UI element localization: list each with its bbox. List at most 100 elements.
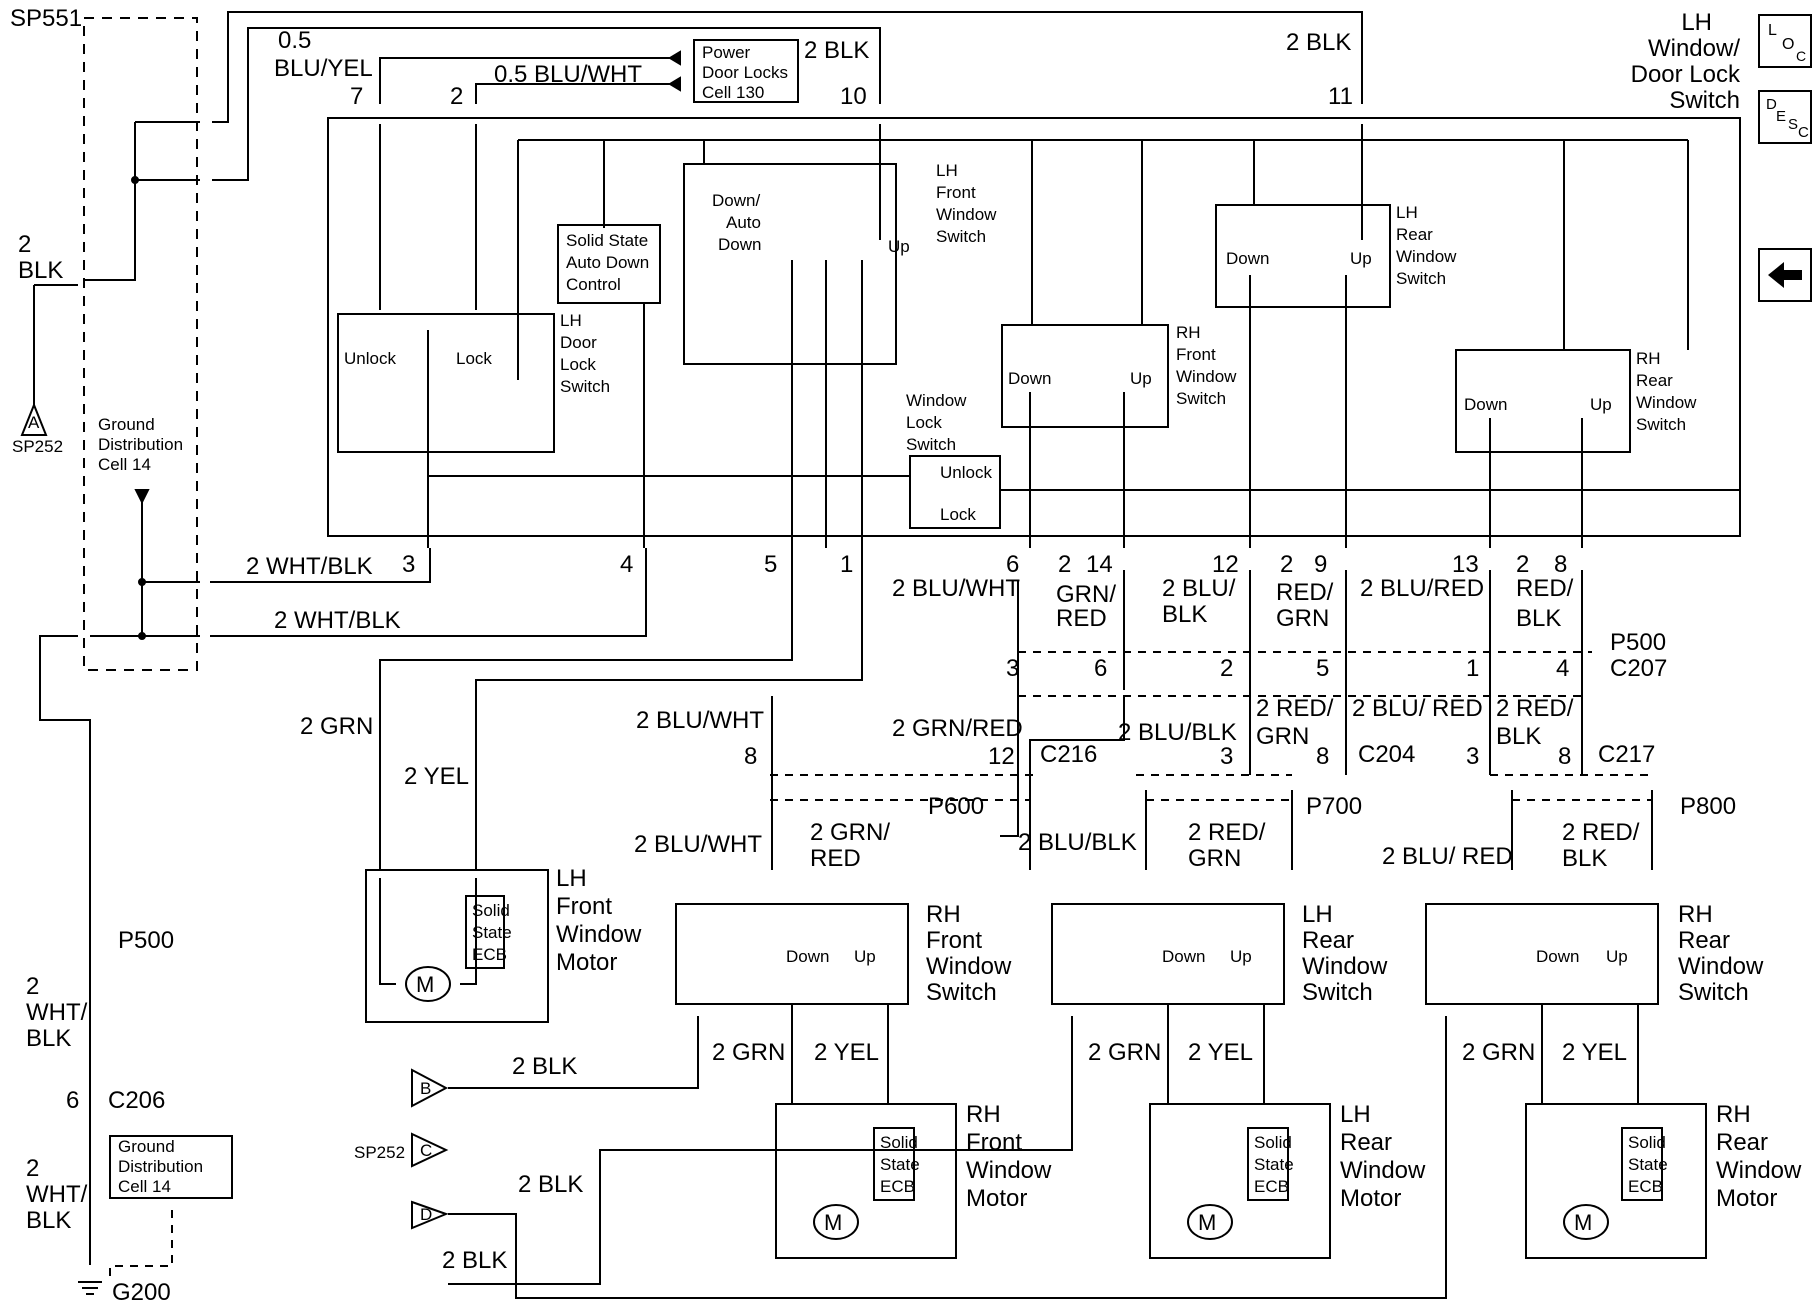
wire-label: 2 BLK — [512, 1053, 577, 1080]
terminal-d: D — [420, 1205, 432, 1224]
power-door-locks-box — [693, 39, 799, 103]
pin-number: 2 — [1516, 551, 1529, 578]
pin-number: 1 — [1466, 655, 1479, 682]
pin-number: 9 — [1314, 551, 1327, 578]
switch-label: Front — [926, 927, 982, 954]
up-label: Up — [1230, 947, 1252, 966]
ecb-label: State — [1254, 1155, 1294, 1174]
header-title: LH — [1681, 9, 1712, 36]
wire-label: 2 BLU/ RED — [1382, 843, 1513, 870]
solid-state-label: Solid State — [566, 231, 648, 250]
motor-m: M — [1574, 1210, 1592, 1235]
wire-label: RED — [1056, 605, 1107, 632]
wire-label: 2 — [26, 973, 39, 1000]
window-lock-label: Switch — [906, 435, 956, 454]
pin-number: 2 — [1280, 551, 1293, 578]
wire-label: 2 YEL — [1188, 1039, 1253, 1066]
wire-label: RED — [810, 845, 861, 872]
window-lock-label: Lock — [906, 413, 942, 432]
terminal-b: B — [420, 1079, 431, 1098]
location-icon-c: C — [1796, 48, 1807, 64]
wire-label: 2 RED/ — [1188, 819, 1266, 846]
motor-label: Window — [556, 921, 642, 948]
wire-label: 2 BLU/BLK — [1018, 829, 1137, 856]
wire-label: 2 WHT/BLK — [274, 607, 401, 634]
switch-label: Window — [926, 953, 1012, 980]
lh-front-window-motor-box — [365, 869, 549, 1023]
rh-front-switch-label: Switch — [1176, 389, 1226, 408]
description-icon-c: C — [1798, 124, 1809, 141]
lh-window-door-lock-switch-box — [327, 117, 1741, 537]
lh-door-lock-label: LH — [560, 311, 582, 330]
wire-label: 2 GRN/ — [810, 819, 890, 846]
rh-front-switch-label: Front — [1176, 345, 1216, 364]
connector-label: C206 — [108, 1087, 165, 1114]
wire-label: 2 BLK — [804, 37, 869, 64]
terminal-c: C — [420, 1141, 432, 1160]
pin-number: 6 — [66, 1087, 79, 1114]
power-door-locks-label: Door Locks — [702, 63, 788, 82]
switch-label: LH — [1302, 901, 1333, 928]
switch-label: Window — [1678, 953, 1764, 980]
motor-label: LH — [556, 865, 587, 892]
connector-label: P700 — [1306, 793, 1362, 820]
connector-label: C204 — [1358, 741, 1415, 768]
wire-label: 2 BLU/ RED — [1352, 695, 1483, 722]
ground-distribution-label: Ground — [98, 415, 155, 434]
switch-label: Rear — [1678, 927, 1730, 954]
lh-rear-switch-label: Switch — [1396, 269, 1446, 288]
pin-number: 2 — [1220, 655, 1233, 682]
rh-front-window-switch-box — [1001, 324, 1169, 428]
wire-label: GRN — [1276, 605, 1329, 632]
pin-number: 12 — [988, 743, 1015, 770]
ecb-label: Solid — [1254, 1133, 1292, 1152]
rh-rear-window-switch-box — [1455, 349, 1631, 453]
pin-number: 8 — [1554, 551, 1567, 578]
switch-label: RH — [1678, 901, 1713, 928]
wire-label: 2 BLU/WHT — [636, 707, 764, 734]
lh-front-switch-label: LH — [936, 161, 958, 180]
sp551-label: SP551 — [10, 5, 82, 32]
description-icon-s: S — [1788, 116, 1799, 133]
ecb-label: ECB — [1628, 1177, 1663, 1196]
power-door-locks-label: Power — [702, 43, 751, 62]
pin-number: 5 — [1316, 655, 1329, 682]
header-title: Window/ — [1648, 35, 1740, 62]
wire-label: GRN — [1188, 845, 1241, 872]
wire-label: 2 — [18, 231, 31, 258]
motor-label: Window — [1716, 1157, 1802, 1184]
down-label: Down — [1008, 369, 1051, 388]
description-icon: D — [1766, 96, 1777, 113]
wire-label: 2 YEL — [404, 763, 469, 790]
solid-state-label: Control — [566, 275, 621, 294]
wire-label: WHT/ — [26, 999, 88, 1026]
wire-label: BLK — [18, 257, 63, 284]
lh-door-lock-switch-box — [337, 313, 555, 453]
motor-label: Motor — [1340, 1185, 1401, 1212]
back-button[interactable] — [1758, 248, 1812, 302]
window-lock-switch-box — [909, 455, 1001, 529]
power-door-locks-label: Cell 130 — [702, 83, 764, 102]
wire-label: 2 BLU/BLK — [1118, 719, 1237, 746]
motor-label: Window — [1340, 1157, 1426, 1184]
pin-number: 8 — [1316, 743, 1329, 770]
pin-number: 3 — [1006, 655, 1019, 682]
location-button[interactable]: L O C — [1758, 14, 1812, 68]
ground-distribution-label: Distribution — [98, 435, 183, 454]
terminal-a: A — [28, 413, 40, 432]
ground-label: G200 — [112, 1279, 171, 1306]
rh-rear-switch-label: Rear — [1636, 371, 1673, 390]
connector-label: C217 — [1598, 741, 1655, 768]
lock-label: Lock — [940, 505, 976, 524]
description-button[interactable]: D E S C — [1758, 90, 1812, 144]
unlock-label: Unlock — [940, 463, 992, 482]
wire-label: 2 RED/ — [1562, 819, 1640, 846]
motor-label: Rear — [1340, 1129, 1392, 1156]
back-arrow-icon — [1768, 262, 1802, 288]
wire-label: BLK — [1562, 845, 1607, 872]
down-auto-label: Down — [718, 235, 761, 254]
up-label: Up — [888, 237, 910, 256]
motor-label: Window — [966, 1157, 1052, 1184]
down-label: Down — [1226, 249, 1269, 268]
